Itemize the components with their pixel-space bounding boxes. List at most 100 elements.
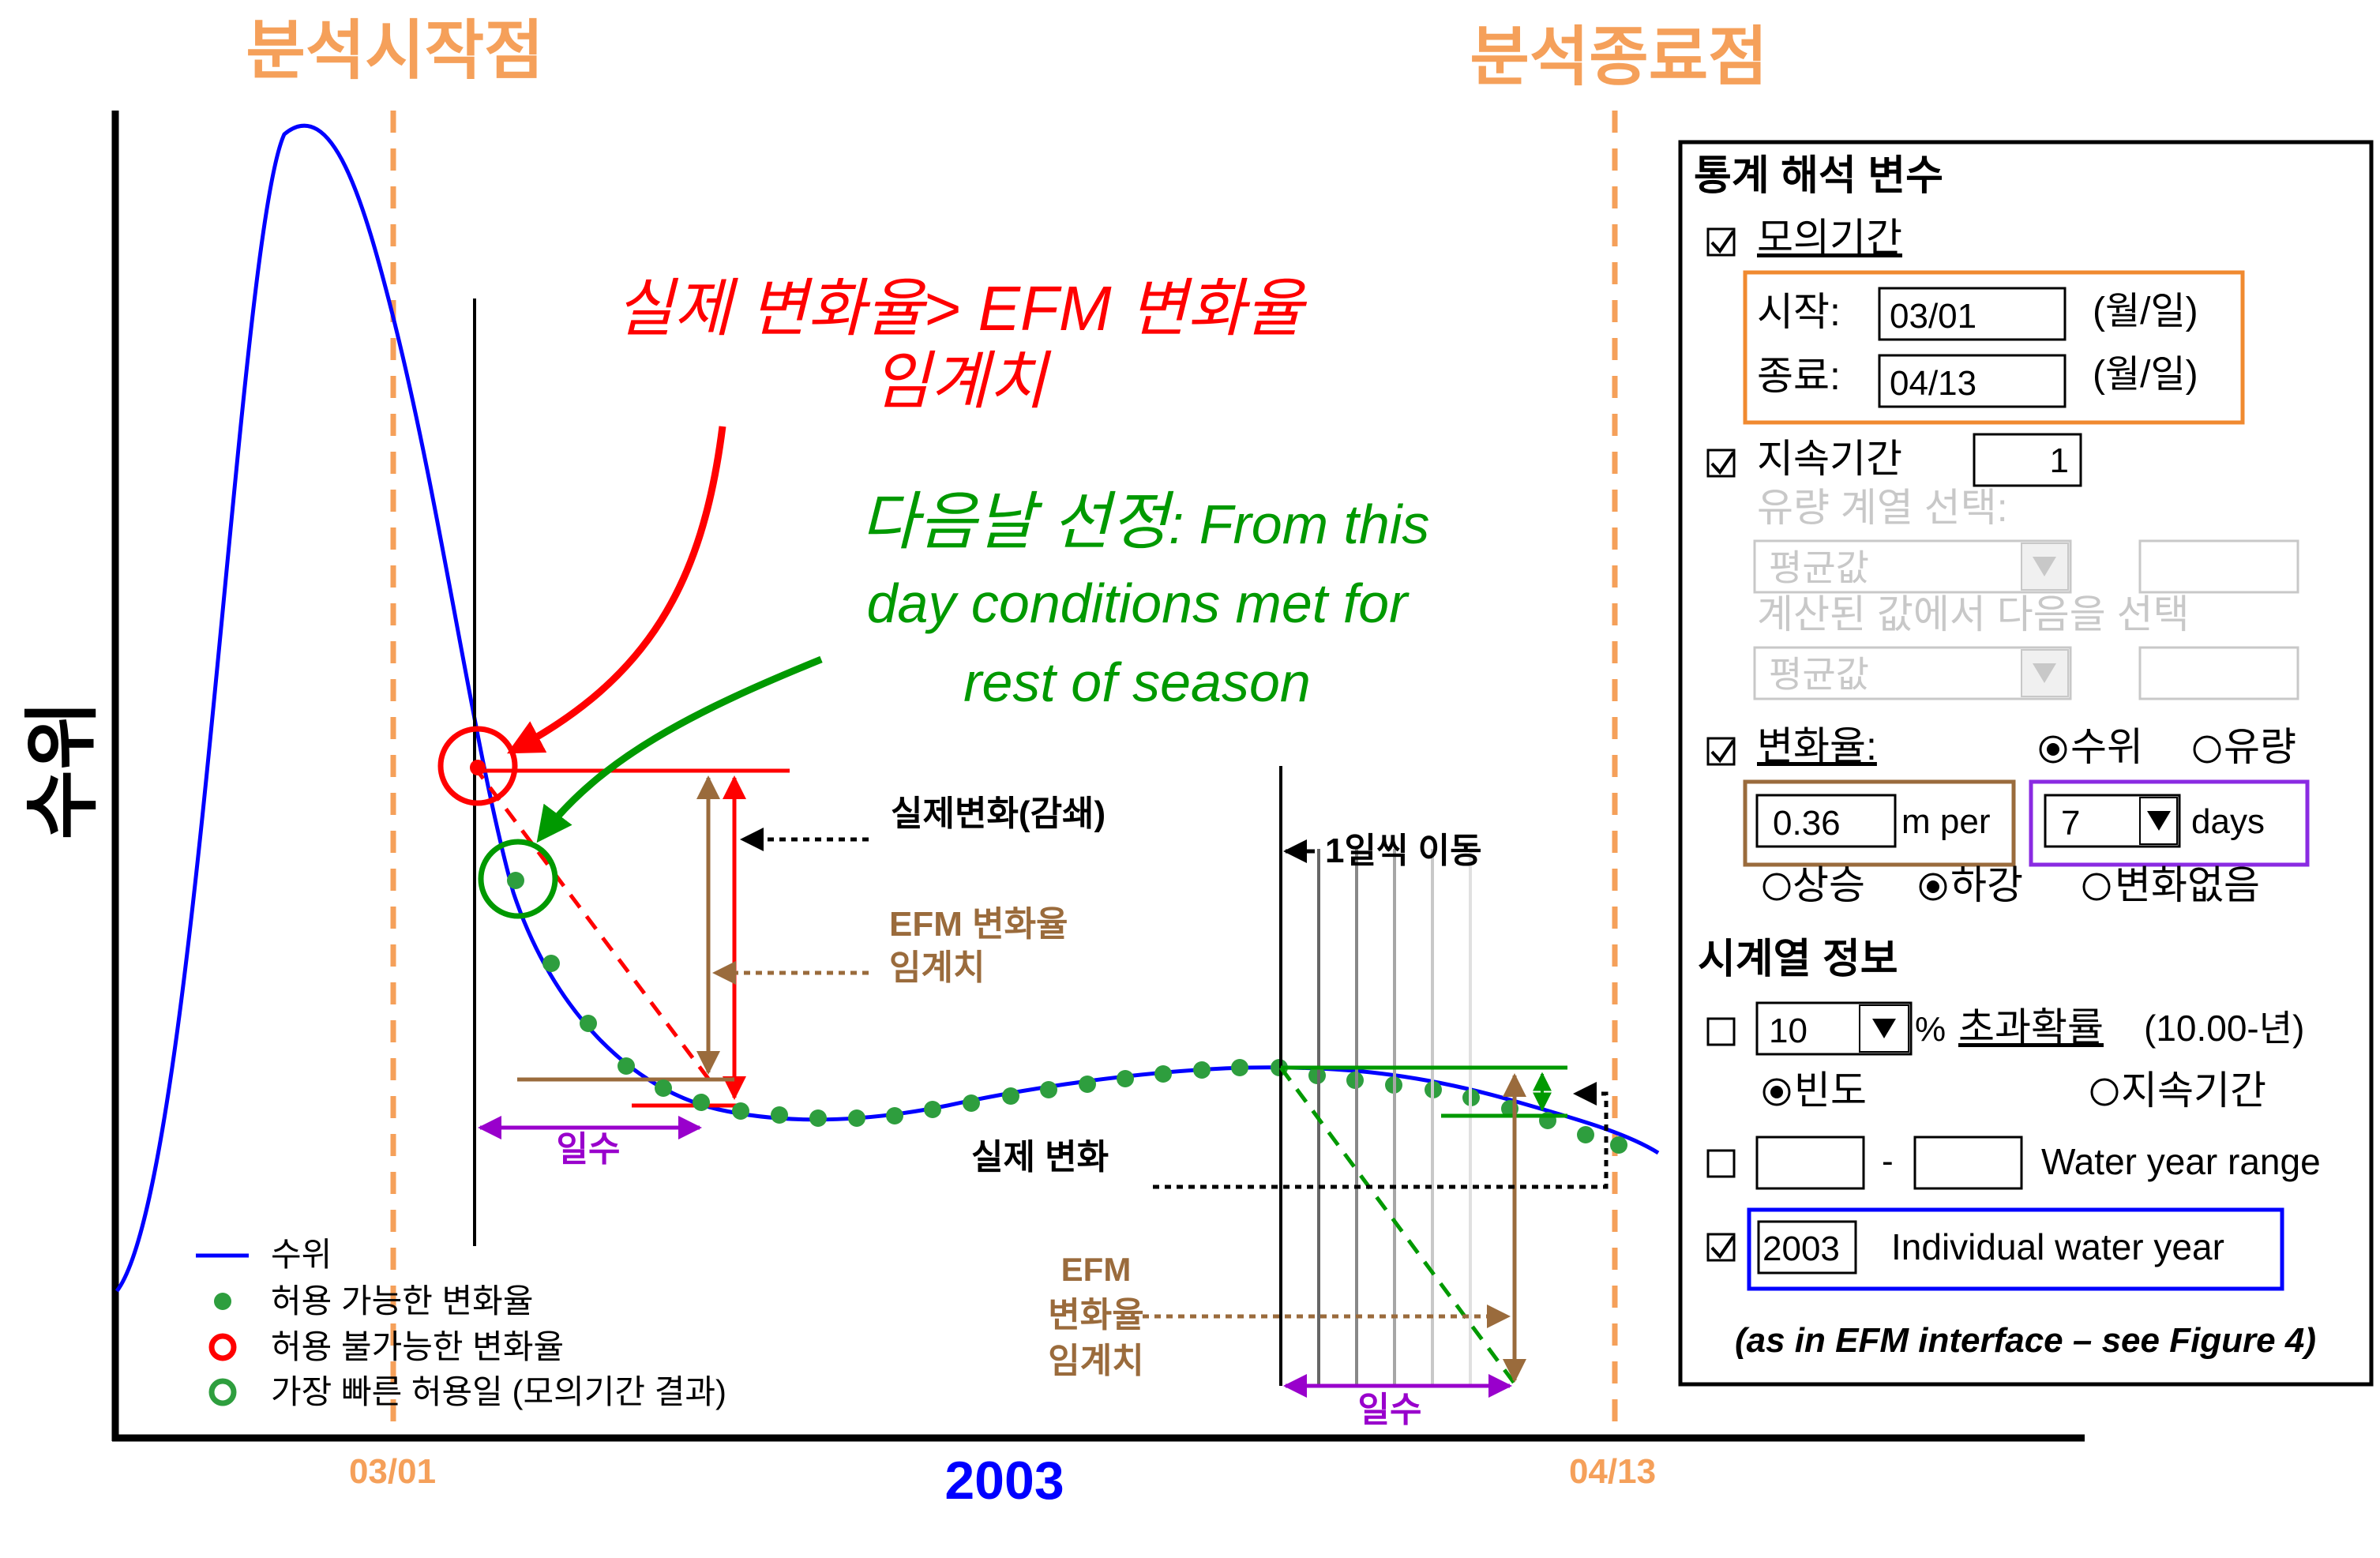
green-dot bbox=[655, 1079, 672, 1097]
green-dot bbox=[507, 872, 524, 889]
efm2-line3: 임계치 bbox=[1048, 1342, 1143, 1380]
green-dot bbox=[580, 1015, 597, 1032]
series-info-title: 시계열 정보 bbox=[1698, 937, 1898, 982]
green-dot bbox=[1193, 1061, 1211, 1079]
rate-value-input[interactable] bbox=[1755, 794, 1897, 848]
check-mark-icon bbox=[1710, 230, 1735, 254]
green-dot bbox=[1002, 1087, 1019, 1105]
radio-nochange[interactable] bbox=[2082, 873, 2111, 901]
radio-rise-label: 상승 bbox=[1793, 863, 1865, 907]
iwy-label: Individual water year bbox=[1891, 1226, 2224, 1267]
date-range-frame bbox=[1743, 270, 2245, 425]
legend-green-ring-marker bbox=[208, 1378, 237, 1406]
green-annotation-arrow bbox=[536, 655, 823, 843]
rate-value-frame bbox=[1743, 779, 2016, 867]
duration-checkbox[interactable] bbox=[1706, 449, 1736, 478]
green-annotation-line2: day conditions met for bbox=[867, 573, 1410, 634]
sim-period-checkbox[interactable] bbox=[1706, 227, 1736, 257]
y-axis-label: 수위 bbox=[21, 700, 105, 840]
end-date-input-box[interactable] bbox=[1878, 354, 2067, 408]
actual-decline-label: 실제변화(감쇄) bbox=[891, 794, 1106, 833]
green-dot bbox=[809, 1109, 827, 1127]
red-annotation-line1: 실제 변화율> EFM 변화율 bbox=[615, 273, 1307, 344]
green-dot bbox=[1231, 1059, 1248, 1076]
legend-label-acceptable: 허용 가능한 변화율 bbox=[271, 1282, 533, 1320]
radio-fall[interactable] bbox=[1919, 873, 1947, 901]
rate-value: 0.36 bbox=[1773, 804, 1841, 843]
green-dot bbox=[848, 1109, 865, 1127]
duration-input-box[interactable] bbox=[1973, 433, 2082, 487]
radio-flow[interactable] bbox=[2193, 735, 2221, 764]
iwy-value: 2003 bbox=[1762, 1230, 1840, 1268]
green-annotation-line3: rest of season bbox=[963, 651, 1311, 713]
x-axis-year: 2003 bbox=[944, 1451, 1064, 1511]
rate-label: 변화율: bbox=[1757, 724, 1877, 768]
exceed-pct: % bbox=[1915, 1010, 1946, 1049]
duration-value: 1 bbox=[2050, 441, 2069, 480]
green-dot bbox=[1040, 1081, 1057, 1098]
days-label-right: 일수 bbox=[1358, 1391, 1422, 1429]
green-dot bbox=[1610, 1136, 1627, 1154]
red-annotation-line2: 임계치 bbox=[873, 346, 1052, 416]
green-dot bbox=[1154, 1065, 1172, 1083]
computed-value-select-value: 평균값 bbox=[1769, 654, 1869, 695]
legend: 수위 허용 가능한 변화율 허용 불가능한 변화율 가장 빠른 허용일 (모의기… bbox=[196, 1236, 726, 1410]
green-dot bbox=[618, 1057, 635, 1075]
radio-stage[interactable] bbox=[2039, 735, 2067, 764]
green-dot bbox=[542, 955, 560, 972]
start-tick-label: 03/01 bbox=[349, 1452, 436, 1491]
wyr-start-input[interactable] bbox=[1755, 1136, 1865, 1190]
start-title: 분석시작점 bbox=[246, 15, 543, 87]
wyr-checkbox[interactable] bbox=[1706, 1149, 1736, 1178]
radio-nochange-label: 변화없음 bbox=[2115, 863, 2260, 907]
check-mark-icon bbox=[1710, 739, 1735, 764]
check-mark-icon bbox=[1710, 451, 1735, 475]
radio-frequency-label: 빈도 bbox=[1794, 1068, 1867, 1113]
green-dot bbox=[1577, 1126, 1594, 1143]
green-annotation-line1: 다음날 선정: From this bbox=[861, 486, 1430, 557]
flow-series-select[interactable] bbox=[1753, 539, 2072, 594]
efm2-line2: 변화율 bbox=[1048, 1296, 1143, 1335]
start-date-input-box[interactable] bbox=[1878, 287, 2067, 341]
exceed-checkbox[interactable] bbox=[1706, 1017, 1736, 1046]
chevron-down-icon bbox=[2033, 557, 2056, 576]
green-dot bbox=[963, 1094, 980, 1112]
radio-frequency[interactable] bbox=[1762, 1078, 1791, 1106]
green-annotation-suffix: : From this bbox=[1169, 494, 1430, 555]
sim-period-label: 모의기간 bbox=[1757, 216, 1902, 260]
days-value: 7 bbox=[2061, 804, 2080, 843]
iwy-input[interactable] bbox=[1757, 1220, 1857, 1275]
green-annotation-prefix: 다음날 선정 bbox=[861, 486, 1175, 557]
green-dot bbox=[693, 1094, 710, 1111]
radio-rise[interactable] bbox=[1762, 873, 1791, 901]
iwy-checkbox[interactable] bbox=[1706, 1233, 1736, 1262]
green-dot bbox=[1079, 1076, 1096, 1093]
computed-value-extra-box[interactable] bbox=[2138, 646, 2299, 700]
efm2-line1: EFM bbox=[1061, 1251, 1132, 1288]
computed-value-select[interactable] bbox=[1753, 646, 2072, 700]
radio-fall-label: 하강 bbox=[1950, 863, 2023, 907]
end-date-label: 종료: bbox=[1757, 354, 1841, 398]
legend-label-earliest: 가장 빠른 허용일 (모의기간 결과) bbox=[271, 1373, 726, 1410]
earliest-day-circle bbox=[478, 839, 558, 919]
actual-change-bracket bbox=[1153, 1082, 1609, 1189]
legend-label-unacceptable: 허용 불가능한 변화율 bbox=[271, 1328, 564, 1365]
flow-series-extra-box[interactable] bbox=[2138, 539, 2299, 594]
iwy-frame bbox=[1747, 1207, 2284, 1291]
rate-checkbox[interactable] bbox=[1706, 737, 1736, 766]
flow-series-label: 유량 계열 선택: bbox=[1757, 486, 2008, 530]
chevron-down-icon bbox=[2033, 663, 2056, 683]
wyr-end-input[interactable] bbox=[1913, 1136, 2023, 1190]
red-annotation-arrow bbox=[507, 426, 726, 754]
efm-parameter-panel: 통계 해석 변수 모의기간 시작: 03/01 (월/일) 종료: 04/13 … bbox=[1678, 140, 2374, 1387]
days-label-left: 일수 bbox=[557, 1130, 621, 1169]
green-dot bbox=[924, 1101, 941, 1118]
efm-threshold-line1: EFM 변화율 bbox=[889, 905, 1068, 944]
days-unit: days bbox=[2191, 802, 2265, 841]
exceed-years: (10.00-년) bbox=[2144, 1008, 2304, 1049]
efm-threshold-line2: 임계치 bbox=[889, 948, 985, 987]
duration-label: 지속기간 bbox=[1757, 437, 1902, 481]
radio-duration[interactable] bbox=[2090, 1078, 2119, 1106]
radio-flow-label: 유량 bbox=[2224, 725, 2296, 769]
